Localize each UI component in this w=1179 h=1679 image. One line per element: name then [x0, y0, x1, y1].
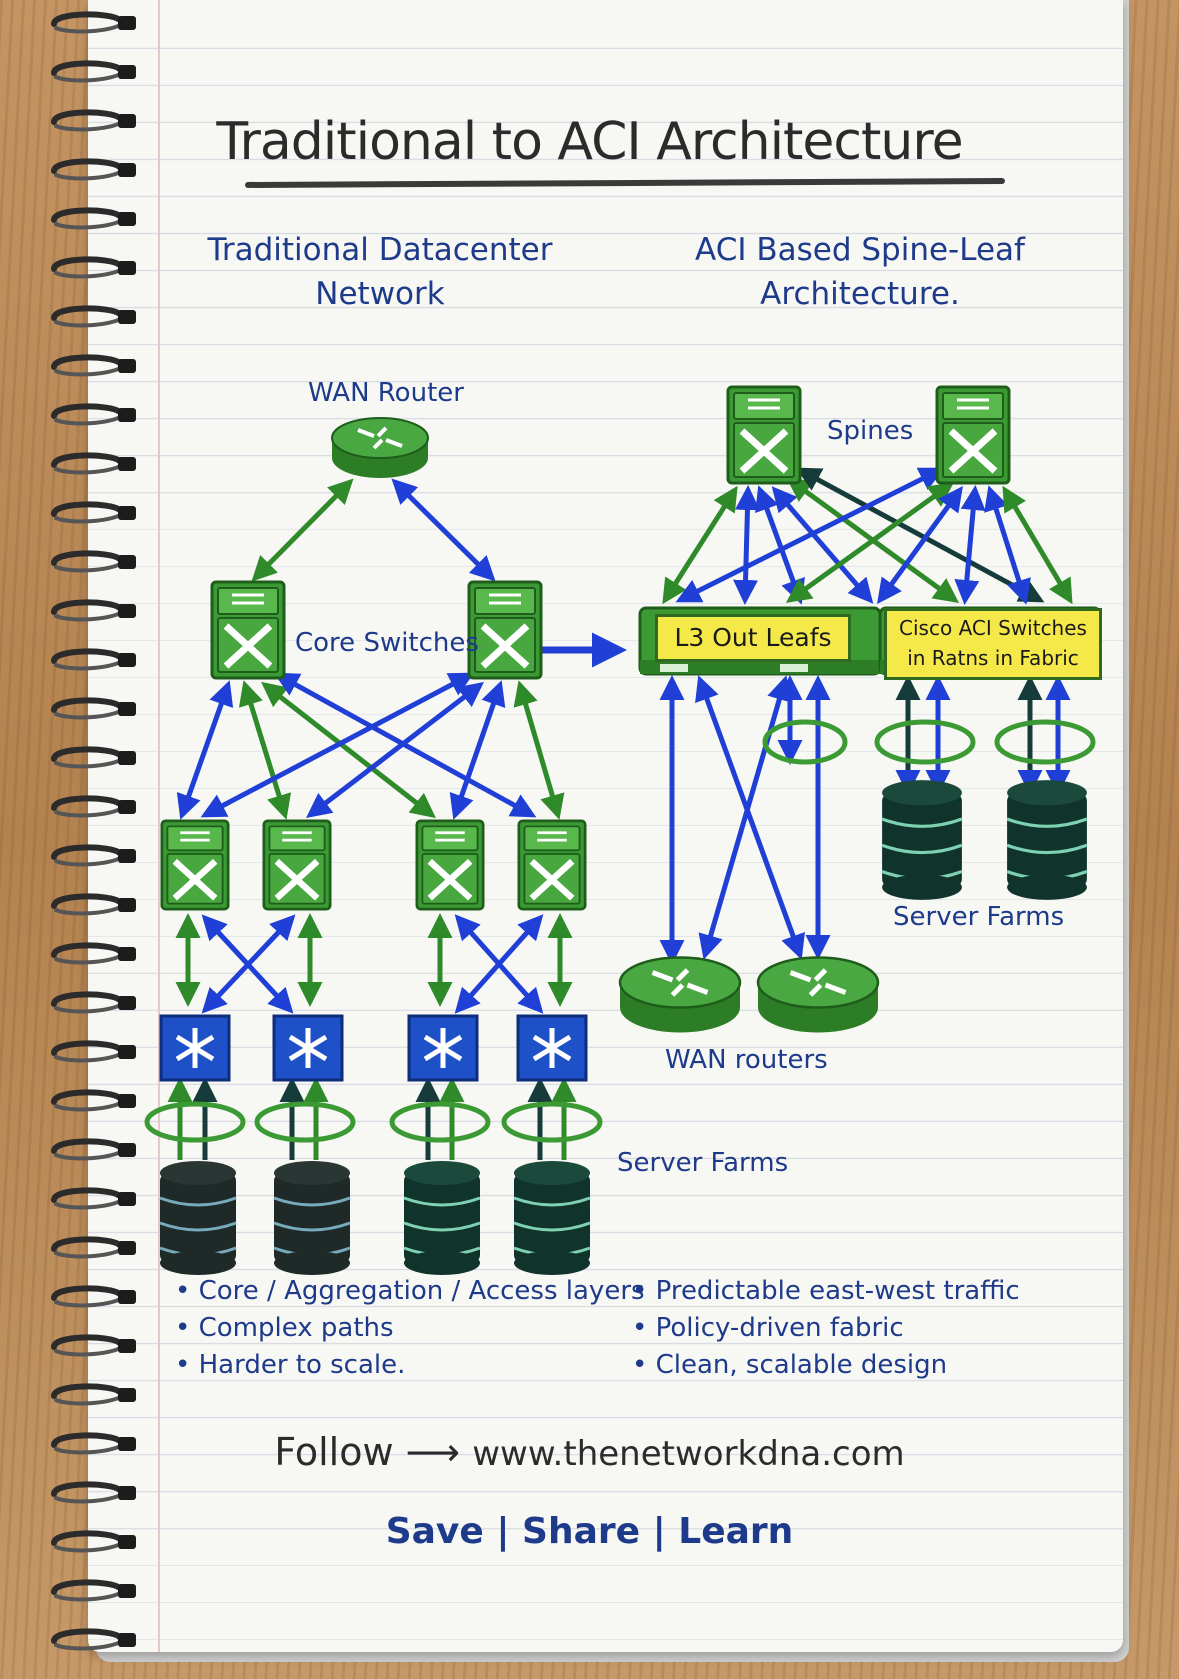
follow-text: Follow: [274, 1430, 394, 1474]
save-share-learn: Save | Share | Learn: [385, 1511, 794, 1552]
access-switch-icon: [409, 1016, 477, 1080]
spiral-ring-icon: [51, 1138, 136, 1161]
spiral-ring-icon: [51, 844, 136, 867]
access-switch-icon: [518, 1016, 586, 1080]
spiral-ring-icon: [51, 256, 136, 279]
spiral-ring-icon: [51, 1579, 136, 1602]
cisco-aci-switches-label: Cisco ACI Switches in Ratns in Fabric: [884, 608, 1102, 680]
cisco-aci-label-line2: in Ratns in Fabric: [907, 646, 1079, 670]
spiral-ring-icon: [51, 550, 136, 573]
aggregation-switch-icon: [417, 821, 483, 909]
margin-line: [158, 0, 160, 1652]
website-link[interactable]: www.thenetworkdna.com: [472, 1434, 905, 1474]
spiral-ring-icon: [51, 1285, 136, 1308]
spiral-ring-icon: [51, 109, 136, 132]
arrow-right-icon: ⟶: [405, 1430, 461, 1474]
spiral-ring-icon: [51, 1187, 136, 1210]
spiral-ring-icon: [51, 1432, 136, 1455]
server-stack-icon: [402, 1159, 482, 1277]
wan-routers-label: WAN routers: [665, 1045, 828, 1075]
aggregation-switch-icon: [162, 821, 228, 909]
bullet-item: • Core / Aggregation / Access layers: [175, 1276, 645, 1306]
server-stack-icon: [1005, 778, 1089, 902]
traditional-bullets: • Core / Aggregation / Access layers • C…: [175, 1273, 645, 1384]
bullet-item: • Harder to scale.: [175, 1350, 406, 1380]
spiral-ring-icon: [51, 599, 136, 622]
right-heading: ACI Based Spine-Leaf Architecture.: [670, 228, 1050, 316]
bullet-item: • Predictable east-west traffic: [632, 1276, 1020, 1306]
spiral-ring-icon: [51, 1040, 136, 1063]
server-farms-left-label: Server Farms: [617, 1148, 789, 1178]
page-title: Traditional to ACI Architecture: [216, 112, 963, 172]
spiral-ring-icon: [51, 1236, 136, 1259]
spiral-ring-icon: [51, 354, 136, 377]
spiral-ring-icon: [51, 893, 136, 916]
spiral-ring-icon: [51, 501, 136, 524]
server-farms-right-label: Server Farms: [893, 902, 1065, 932]
spiral-ring-icon: [51, 746, 136, 769]
spiral-ring-icon: [51, 60, 136, 83]
spiral-ring-icon: [51, 452, 136, 475]
spiral-ring-icon: [51, 697, 136, 720]
access-switch-icon: [161, 1016, 229, 1080]
spiral-ring-icon: [51, 795, 136, 818]
link-aggregation-rings-left: [144, 1101, 603, 1143]
spiral-ring-icon: [51, 991, 136, 1014]
left-heading-line1: Traditional Datacenter: [207, 232, 553, 268]
left-heading: Traditional Datacenter Network: [195, 228, 565, 316]
link-aggregation-rings-right: [762, 719, 1096, 765]
right-heading-line1: ACI Based Spine-Leaf: [695, 232, 1025, 268]
l3-out-leafs-label: L3 Out Leafs: [655, 614, 851, 662]
spiral-ring-icon: [51, 648, 136, 671]
spine-switch-icon: [728, 387, 800, 483]
spiral-ring-icon: [51, 11, 136, 34]
aggregation-switch-icon: [264, 821, 330, 909]
cisco-aci-label-line1: Cisco ACI Switches: [899, 616, 1087, 640]
aci-links: [659, 467, 1073, 965]
left-heading-line2: Network: [315, 276, 445, 312]
wan-router-icon: [330, 416, 430, 480]
spiral-ring-icon: [51, 403, 136, 426]
wan-router-label: WAN Router: [308, 378, 464, 408]
wan-router-icon: [758, 958, 878, 1033]
spine-switch-icon: [937, 387, 1009, 483]
spiral-ring-icon: [51, 158, 136, 181]
spiral-ring-icon: [51, 1334, 136, 1357]
spiral-binding: [40, 0, 150, 1679]
server-stack-icon: [880, 778, 964, 902]
core-switch-icon: [469, 582, 541, 678]
aggregation-switch-icon: [519, 821, 585, 909]
core-switches-label: Core Switches: [295, 628, 479, 658]
spiral-ring-icon: [51, 1530, 136, 1553]
spiral-ring-icon: [51, 305, 136, 328]
spiral-ring-icon: [51, 1089, 136, 1112]
server-stack-icon: [512, 1159, 592, 1277]
spiral-ring-icon: [51, 942, 136, 965]
wan-router-icon: [620, 958, 740, 1033]
server-stack-icon: [158, 1159, 238, 1277]
traditional-links: [167, 478, 627, 1160]
bullet-item: • Policy-driven fabric: [632, 1313, 904, 1343]
spines-label: Spines: [827, 416, 914, 446]
server-stack-icon: [272, 1159, 352, 1277]
follow-line: Follow ⟶ www.thenetworkdna.com: [0, 1430, 1179, 1474]
access-switch-icon: [274, 1016, 342, 1080]
spiral-ring-icon: [51, 1481, 136, 1504]
spiral-ring-icon: [51, 207, 136, 230]
aci-bullets: • Predictable east-west traffic • Policy…: [632, 1273, 1020, 1384]
spiral-ring-icon: [51, 1383, 136, 1406]
core-switch-icon: [212, 582, 284, 678]
bullet-item: • Complex paths: [175, 1313, 394, 1343]
bullet-item: • Clean, scalable design: [632, 1350, 948, 1380]
right-heading-line2: Architecture.: [760, 276, 960, 312]
spiral-ring-icon: [51, 1628, 136, 1651]
